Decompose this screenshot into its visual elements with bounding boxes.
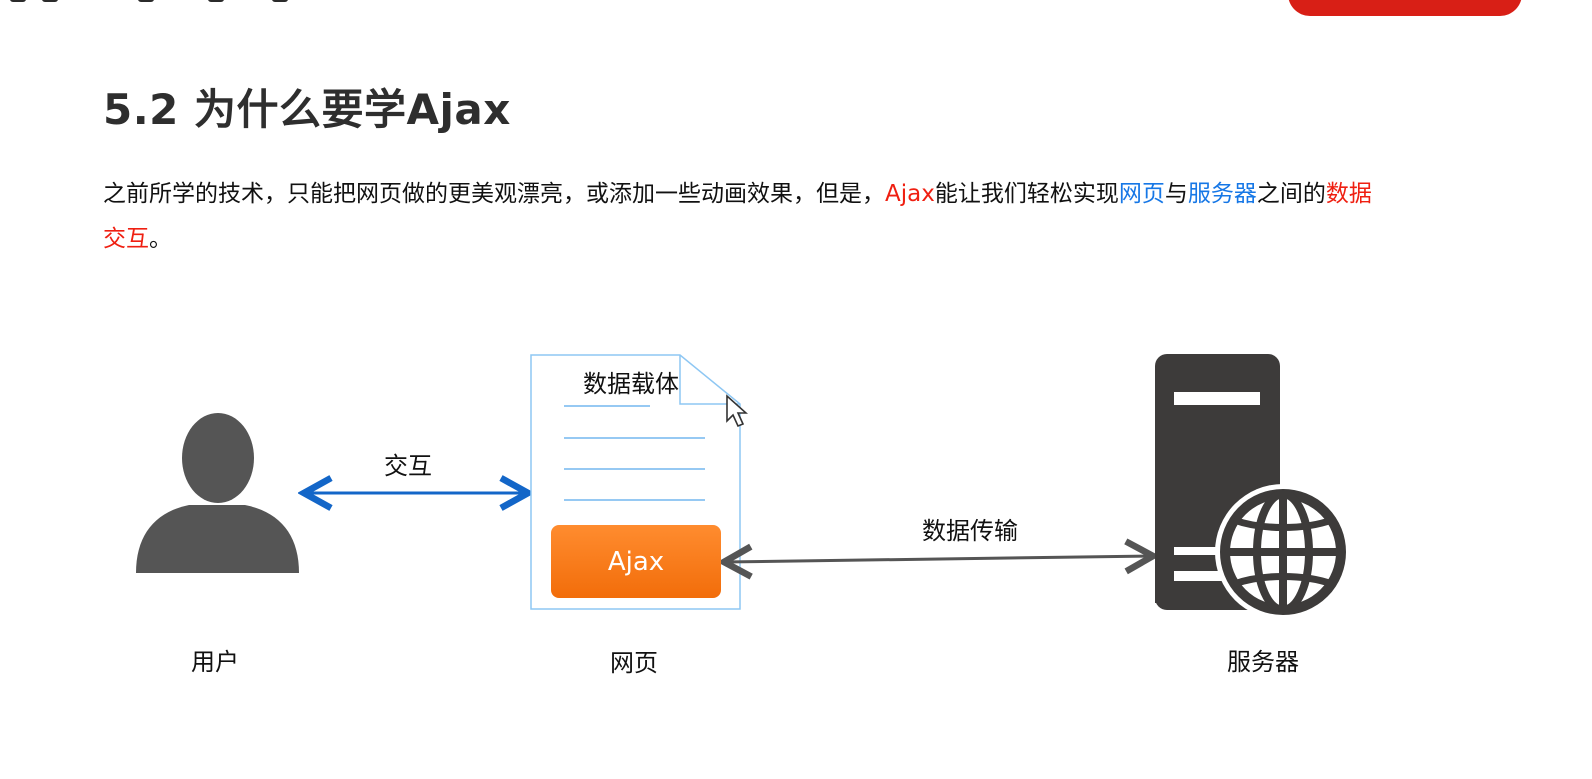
mouse-cursor-icon xyxy=(726,394,748,428)
page-title: 5.2 为什么要学Ajax xyxy=(103,85,511,134)
globe-icon xyxy=(1215,484,1351,620)
paragraph-text-3: 与 xyxy=(1164,181,1188,207)
user-label: 用户 xyxy=(191,648,239,676)
user-icon xyxy=(136,413,299,573)
description-paragraph: 之前所学的技术，只能把网页做的更美观漂亮，或添加一些动画效果，但是，Ajax能让… xyxy=(103,172,1385,262)
data-carrier-label: 数据载体 xyxy=(583,370,679,398)
server-label: 服务器 xyxy=(1227,648,1299,676)
paragraph-text-1: 之前所学的技术，只能把网页做的更美观漂亮，或添加一些动画效果，但是， xyxy=(103,181,885,207)
data-exchange-highlight: 数据交互 xyxy=(103,181,1372,252)
top-red-button[interactable] xyxy=(1288,0,1522,16)
paragraph-text-4: 之间的 xyxy=(1256,181,1326,207)
webpage-highlight: 网页 xyxy=(1118,181,1165,207)
ajax-highlight: Ajax xyxy=(885,181,935,207)
interaction-label: 交互 xyxy=(384,452,432,480)
paragraph-text-2: 能让我们轻松实现 xyxy=(934,181,1119,207)
partial-header-text xyxy=(10,0,310,8)
webpage-label: 网页 xyxy=(610,649,658,677)
data-transfer-label: 数据传输 xyxy=(922,517,1018,545)
paragraph-text-5: 。 xyxy=(149,226,172,252)
ajax-button[interactable]: Ajax xyxy=(551,525,721,598)
server-icon xyxy=(1155,354,1280,610)
data-transfer-arrow xyxy=(724,556,1153,562)
server-highlight: 服务器 xyxy=(1187,181,1257,207)
